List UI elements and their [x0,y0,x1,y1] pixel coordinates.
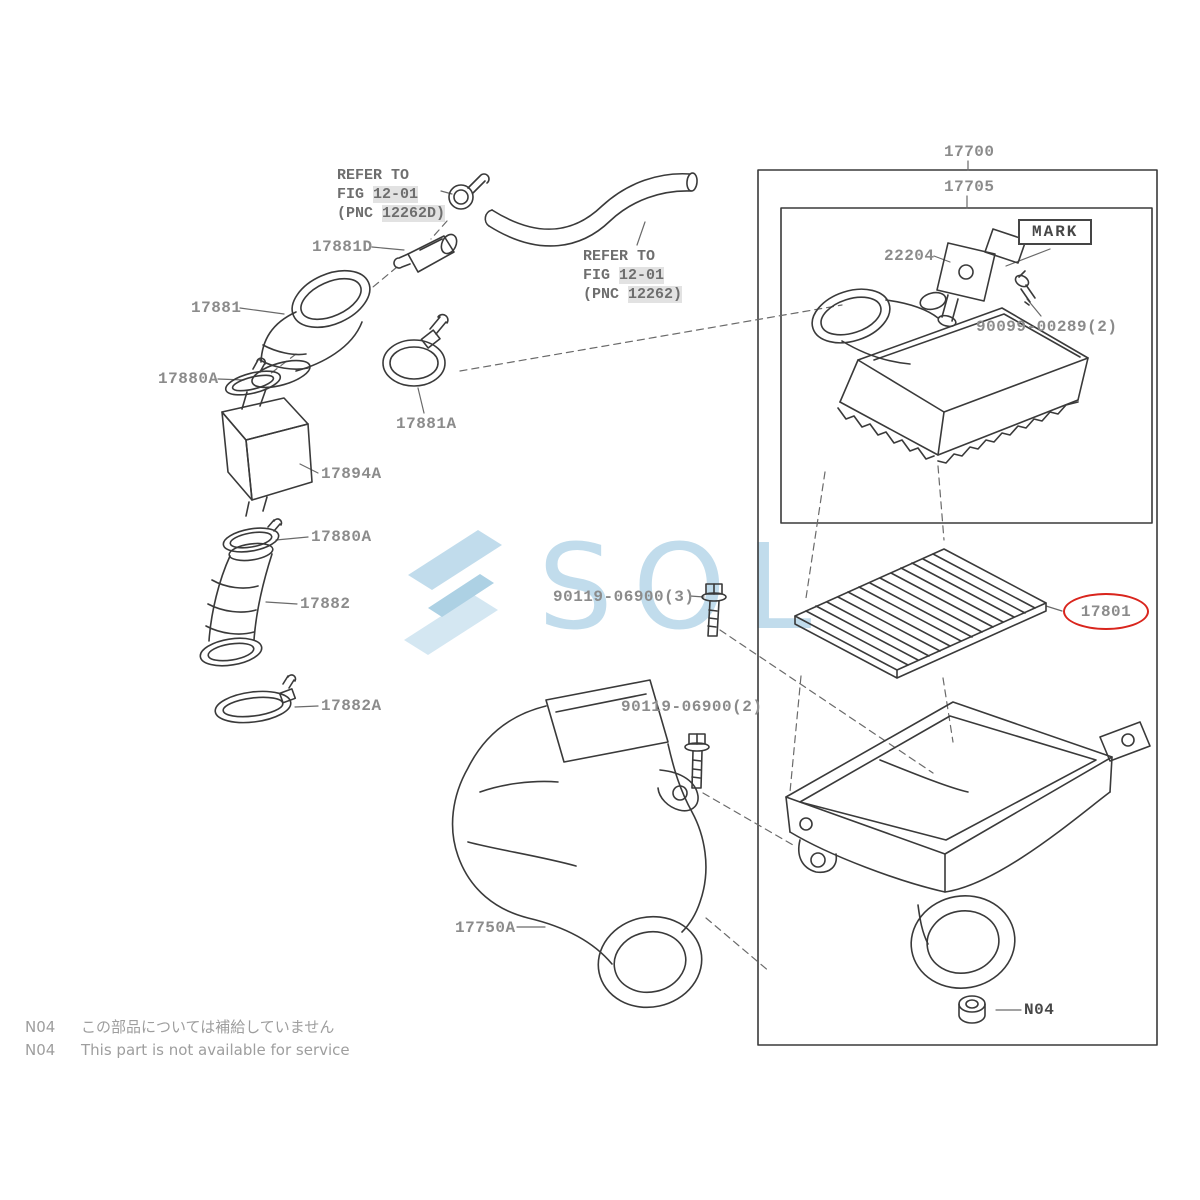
part-label-22204: 22204 [884,247,935,265]
drawing-22204 [936,228,1027,328]
mark-label-box: MARK [1018,219,1093,245]
drawing-lower-case [785,701,1151,989]
part-label-n04: N04 [1024,1001,1055,1019]
part-label-17750A: 17750A [455,919,516,937]
drawing-90099-screw [1014,270,1036,306]
service-note-en-text: This part is not available for service [81,1041,350,1059]
part-label-17801: 17801 [1080,602,1132,621]
drawing-hose-clamp-top [448,173,490,210]
assembly-box-17705 [780,207,1153,524]
refer-note-2-line1: REFER TO [583,248,656,265]
drawing-17880A-upper [224,357,282,396]
part-label-90099-00289: 90099-00289(2) [976,318,1118,336]
refer-note-2: REFER TO FIG 12-01 (PNC 12262) [583,247,683,304]
drawing-top-hose [484,172,698,247]
service-note-en: N04 This part is not available for servic… [25,1041,350,1059]
drawing-17882A [214,674,297,724]
part-label-17882: 17882 [300,595,351,613]
part-label-17881A: 17881A [396,415,457,433]
drawing-n04-grommet [958,995,986,1024]
drawing-17750A [451,679,707,1009]
service-note-jp: N04 この部品については補給していません [25,1016,334,1037]
assembly-dashed-lines [269,220,954,973]
part-label-17801-highlight: 17801 [1063,593,1149,630]
drawing-air-cleaner-cap [811,288,1089,464]
refer-note-1: REFER TO FIG 12-01 (PNC 12262D) [337,166,446,223]
refer-note-1-line3: (PNC 12262D) [337,205,446,222]
refer-note-2-line3: (PNC 12262) [583,286,683,303]
part-label-17881D: 17881D [312,238,373,256]
service-note-jp-text: この部品については補給していません [81,1018,335,1036]
drawing-17880A-lower [222,518,283,553]
drawing-17801-filter [794,548,1047,679]
drawing-17882 [199,542,274,667]
service-note-jp-code: N04 [25,1018,56,1036]
part-label-17705: 17705 [944,178,995,196]
refer-note-2-line2: FIG 12-01 [583,267,665,284]
part-label-17882A: 17882A [321,697,382,715]
service-note-en-code: N04 [25,1041,56,1059]
part-label-17700: 17700 [944,143,995,161]
drawing-17881 [251,269,371,389]
part-label-17894A: 17894A [321,465,382,483]
part-label-17880A-lower: 17880A [311,528,372,546]
drawing-17881A [382,313,449,387]
drawing-17881D [393,233,458,273]
part-label-90119-06900-2: 90119-06900(2) [621,698,763,716]
refer-note-1-line2: FIG 12-01 [337,186,419,203]
part-label-17881: 17881 [191,299,242,317]
part-label-17880A-upper: 17880A [158,370,219,388]
drawing-90119-bolt-3 [701,583,727,637]
leader-lines [217,160,1063,1011]
part-label-90119-06900-3: 90119-06900(3) [553,588,695,606]
assembly-box-17700 [757,169,1158,1046]
drawing-17894A [221,388,313,517]
refer-note-1-line1: REFER TO [337,167,410,184]
drawing-90119-bolt-2 [684,733,710,789]
